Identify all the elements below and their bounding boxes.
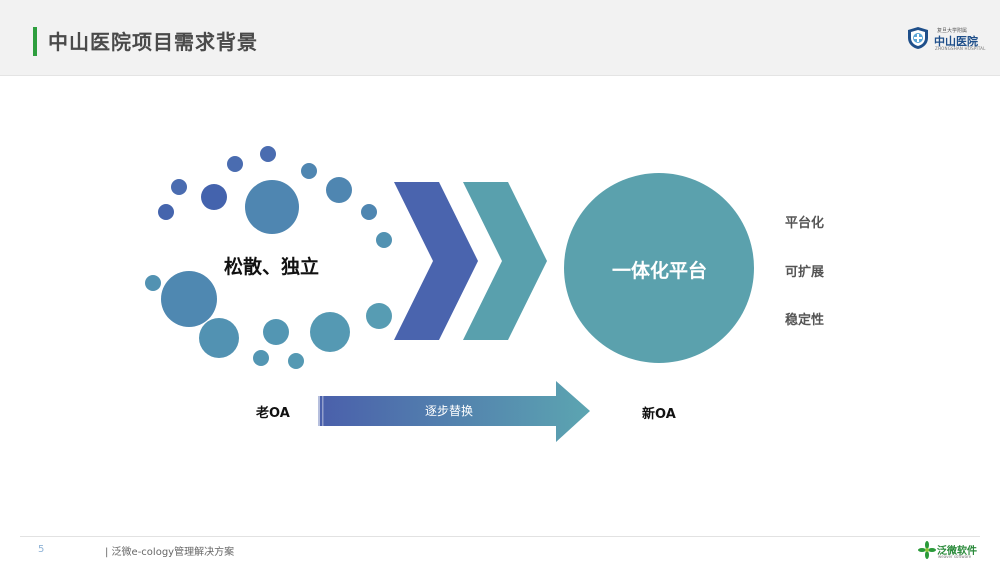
scattered-dots [145,146,392,369]
dot [361,204,377,220]
dot [245,180,299,234]
weaver-flower-icon [918,541,936,559]
dot [376,232,392,248]
hospital-shield-icon [908,27,928,49]
dot [253,350,269,366]
footer-text: | 泛微e-cology管理解决方案 [105,547,235,558]
weaver-brand: 泛微软件 [937,546,977,557]
dot [366,303,392,329]
dot [161,271,217,327]
dot [326,177,352,203]
weaver-brand-en: weaver software [938,554,972,559]
feature-platform: 平台化 [785,216,825,231]
chevron-dark [394,182,478,340]
new-oa-label: 新OA [642,407,676,422]
old-oa-label: 老OA [256,406,290,421]
title-accent-bar [33,27,37,56]
gradual-replace-label: 逐步替换 [425,404,474,418]
dot [199,318,239,358]
footer-divider [20,536,980,537]
loose-independent-label: 松散、独立 [224,256,320,278]
replace-arrow [318,381,590,442]
page-number: 5 [38,544,45,555]
logo-small-text: 复旦大学附属 [937,28,968,34]
dot [158,204,174,220]
header-bar: 中山医院项目需求背景 复旦大学附属 中山医院 ZHONGSHAN HOSPITA… [0,0,1000,76]
weaver-logo: 泛微软件 weaver software [918,540,978,560]
dot [263,319,289,345]
hospital-logo: 复旦大学附属 中山医院 ZHONGSHAN HOSPITAL [906,26,985,52]
chevron-teal [463,182,547,340]
dot [288,353,304,369]
dot [145,275,161,291]
page-title: 中山医院项目需求背景 [48,30,258,54]
logo-name: 中山医院 [934,35,978,48]
platform-label: 一体化平台 [612,260,708,282]
feature-stability: 稳定性 [785,313,825,328]
platform-circle [564,173,754,363]
dot [260,146,276,162]
feature-extensible: 可扩展 [785,265,825,280]
logo-en-text: ZHONGSHAN HOSPITAL [935,46,986,51]
dot [171,179,187,195]
dot [227,156,243,172]
dot [201,184,227,210]
dot [310,312,350,352]
dot [301,163,317,179]
